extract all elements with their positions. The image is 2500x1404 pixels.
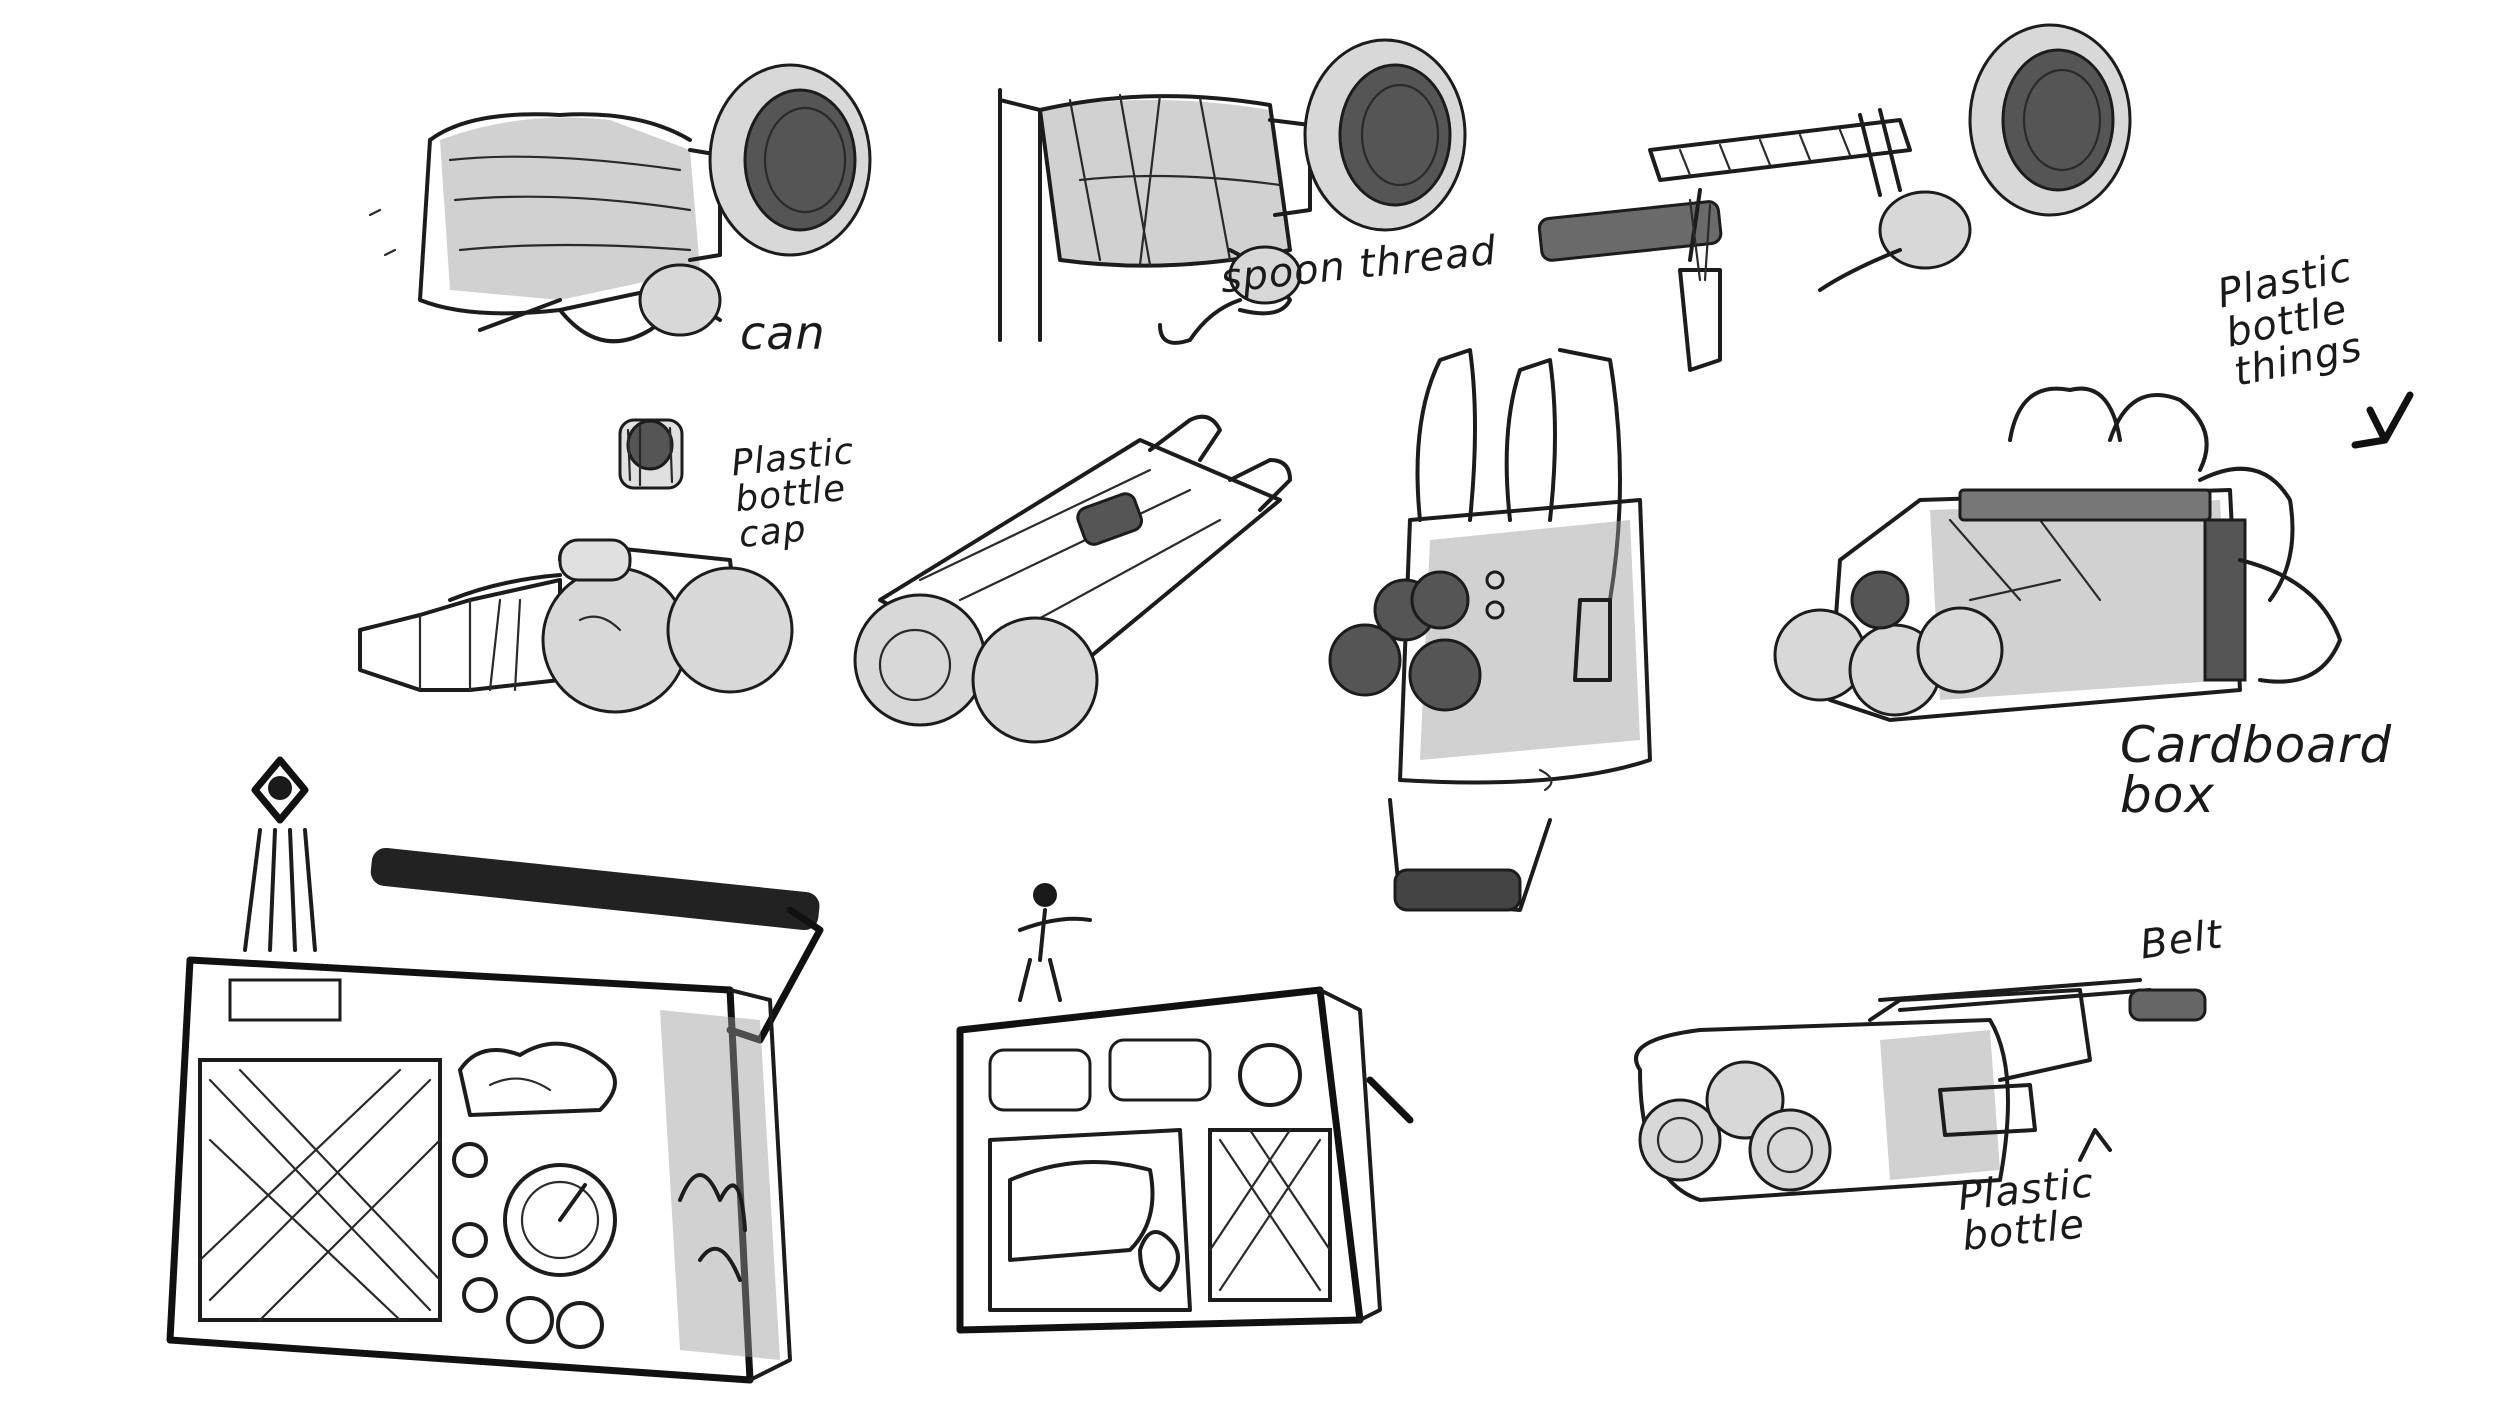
label-can: can <box>740 306 826 360</box>
bottle-binoculars-sketch-1 <box>358 538 794 714</box>
boombox-sketch-1 <box>166 756 824 1384</box>
backpack-camera-sketch <box>1328 348 1652 912</box>
boombox-sketch-2 <box>956 883 1414 1334</box>
telescope-sketch-3 <box>1537 23 2132 372</box>
label-belt: Belt <box>2137 911 2226 969</box>
label-cardboard-box: Cardboard box <box>2120 716 2393 824</box>
label-plastic-bottle-things: Plastic bottle things <box>2213 244 2367 396</box>
bottle-cap-sketch <box>618 418 684 490</box>
bottle-binoculars-sketch-2 <box>853 414 1292 744</box>
belt-camera-sketch <box>1634 978 2207 1202</box>
label-plastic-bottle: Plastic bottle <box>1955 1160 2097 1260</box>
cardboard-box-camera-sketch <box>1773 386 2414 722</box>
telescope-sketch-2 <box>998 38 1467 345</box>
telescope-sketch-1 <box>368 63 872 344</box>
label-plastic-bottle-cap: Plastic bottle cap <box>729 430 857 557</box>
